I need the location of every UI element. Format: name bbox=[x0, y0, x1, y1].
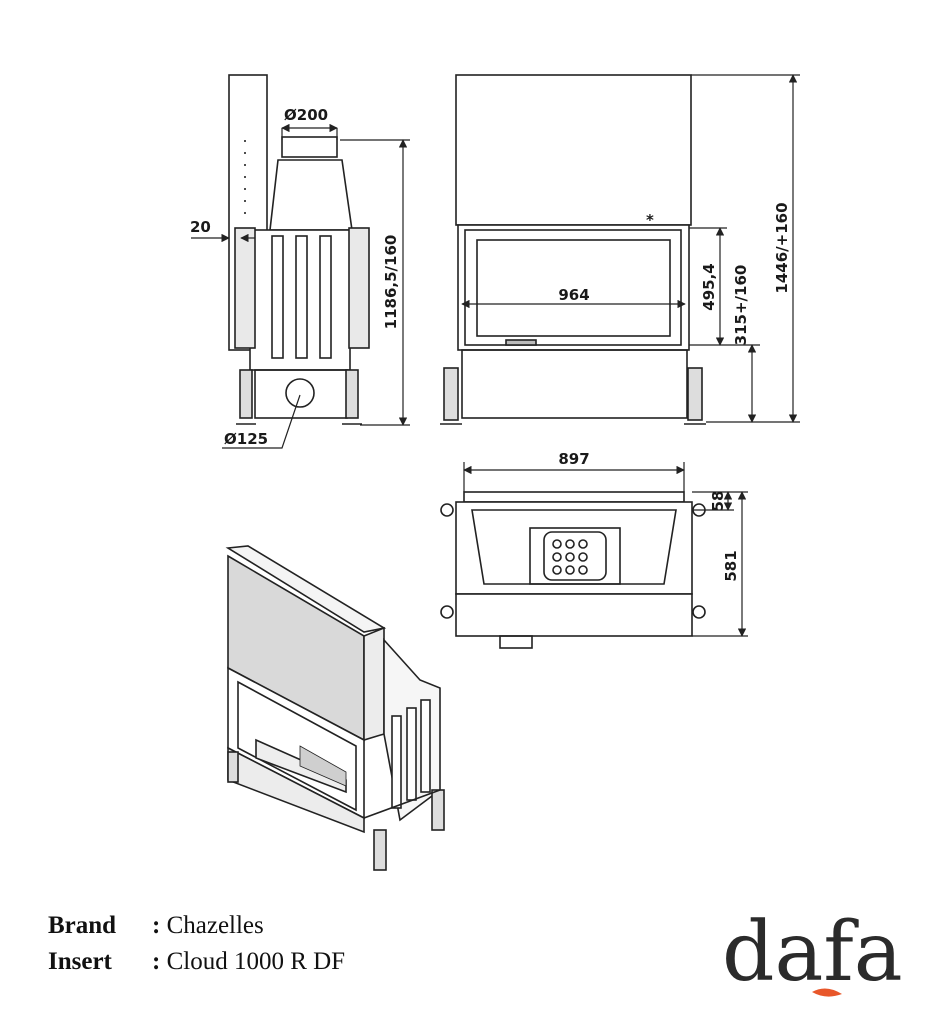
top-depth-label: 581 bbox=[722, 550, 740, 581]
isometric-view bbox=[225, 545, 445, 871]
flue-diameter-label: Ø200 bbox=[284, 106, 328, 124]
brand-label: Brand bbox=[48, 912, 117, 939]
top-width-label: 897 bbox=[558, 450, 589, 468]
insert-row: Insert: Cloud 1000 R DF bbox=[48, 948, 345, 976]
side-view bbox=[228, 74, 370, 425]
side-height-label: 1186,5/160 bbox=[382, 235, 400, 330]
front-dimension-lines bbox=[461, 74, 800, 423]
insert-label: Insert bbox=[48, 948, 112, 975]
glass-width-label: 964 bbox=[558, 286, 589, 304]
top-dimension-lines bbox=[463, 462, 748, 637]
air-inlet-diameter-label: Ø125 bbox=[224, 430, 268, 448]
glass-height-label: 495,4 bbox=[700, 263, 718, 310]
insert-separator: : bbox=[152, 948, 161, 975]
brand-separator: : bbox=[152, 912, 161, 939]
total-height-label: 1446/+160 bbox=[773, 202, 791, 293]
base-height-label: 315+/160 bbox=[732, 265, 750, 346]
logo-svg-group: dafa bbox=[722, 905, 903, 1000]
insert-value: Cloud 1000 R DF bbox=[166, 948, 346, 975]
side-offset-label: 20 bbox=[190, 218, 211, 236]
asterisk-mark: * bbox=[646, 211, 654, 229]
top-depth-small-label: 58 bbox=[709, 491, 727, 512]
brand-row: Brand: Chazelles bbox=[48, 912, 264, 940]
top-view bbox=[440, 491, 706, 649]
front-view bbox=[440, 74, 706, 425]
logo-flame-accent bbox=[812, 988, 842, 997]
logo-text: dafa bbox=[722, 905, 903, 1000]
side-dimension-lines bbox=[191, 123, 410, 449]
brand-value: Chazelles bbox=[166, 912, 264, 939]
